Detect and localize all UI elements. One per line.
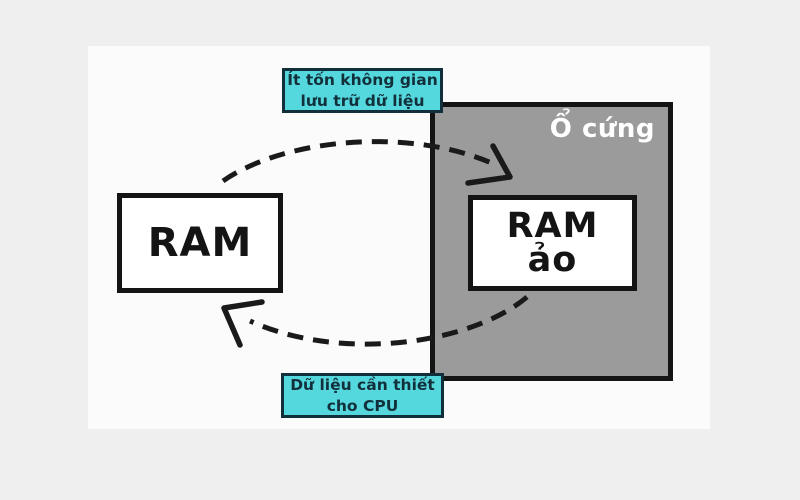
virtual-ram-label-line1: RAM <box>506 205 599 246</box>
annotation-bottom-line2: cho CPU <box>326 396 399 415</box>
ram-label: RAM <box>147 220 253 266</box>
ram-box: RAM <box>117 193 283 293</box>
annotation-top-line1: Ít tốn không gian <box>287 71 438 90</box>
annotation-bottom: Dữ liệu cần thiết cho CPU <box>281 373 444 418</box>
annotation-top: Ít tốn không gian lưu trữ dữ liệu <box>282 68 443 113</box>
virtual-ram-box: RAM ảo <box>468 195 637 291</box>
hard-drive-label: Ổ cứng <box>549 114 655 144</box>
annotation-bottom-line1: Dữ liệu cần thiết <box>290 376 435 395</box>
annotation-top-line2: lưu trữ dữ liệu <box>300 91 425 110</box>
virtual-ram-label-line2: ảo <box>527 240 578 280</box>
